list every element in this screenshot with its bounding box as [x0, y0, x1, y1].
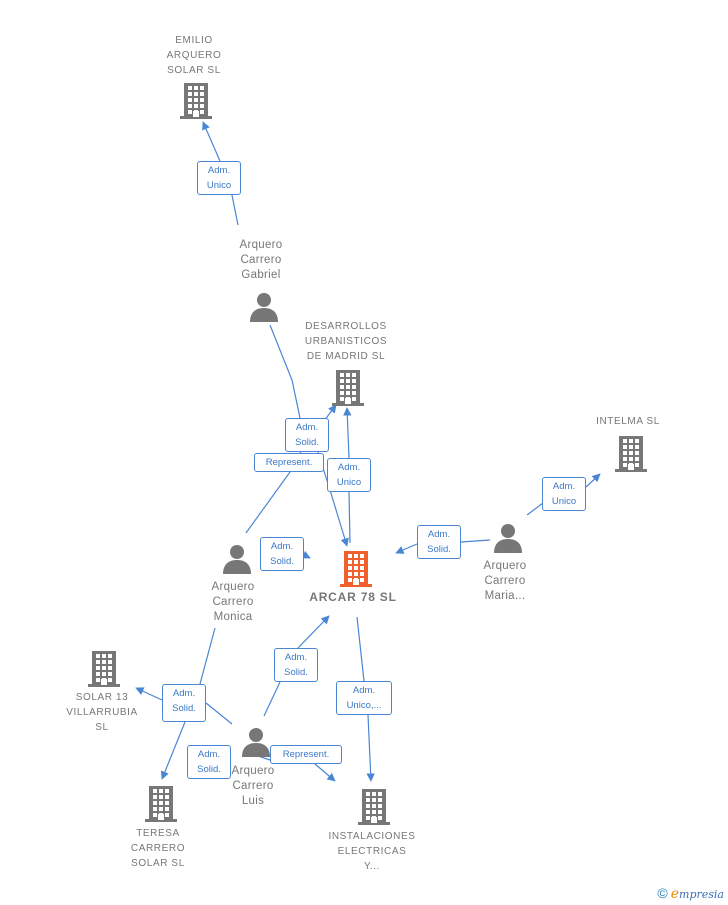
empresia-logo: © empresia — [657, 885, 724, 902]
intelma-building-icon[interactable] — [615, 436, 647, 477]
maria-person-icon[interactable] — [493, 523, 523, 558]
teresa-building-icon[interactable] — [145, 786, 177, 827]
solar13-building-icon[interactable] — [88, 651, 120, 692]
edge-monica-arcar — [301, 550, 311, 559]
relation-label[interactable]: Adm. Unico — [197, 161, 241, 195]
edge-gabriel-emilio — [203, 122, 239, 226]
relation-label[interactable]: Adm. Solid. — [274, 648, 318, 682]
relation-label[interactable]: Represent. — [254, 453, 324, 472]
arcar-building-icon[interactable] — [340, 551, 372, 592]
monica-person-icon[interactable] — [222, 544, 252, 579]
edge-monica-teresa — [160, 721, 186, 780]
edge-luis-solar13-link — [205, 702, 233, 725]
solar13-label[interactable]: SOLAR 13 VILLARRUBIA SL — [66, 692, 138, 733]
edge-maria-arcar — [396, 539, 491, 553]
edge-arcar-desarrollos — [347, 408, 350, 544]
luis-person-icon[interactable] — [241, 727, 271, 762]
emilio-building-icon[interactable] — [180, 83, 212, 124]
relation-label[interactable]: Adm. Solid. — [417, 525, 461, 559]
maria-label[interactable]: Arquero Carrero Maria... — [483, 560, 527, 602]
relation-label[interactable]: Adm. Solid. — [162, 684, 206, 722]
edge-monica-solar13 — [136, 627, 216, 701]
instalaciones-building-icon[interactable] — [358, 789, 390, 830]
edge-maria-intelma — [526, 474, 600, 516]
edge-arcar-instalaciones — [356, 616, 371, 781]
relation-label[interactable]: Adm. Solid. — [285, 418, 329, 452]
relation-label[interactable]: Represent. — [270, 745, 342, 764]
relation-label[interactable]: Adm. Solid. — [187, 745, 231, 779]
gabriel-label[interactable]: Arquero Carrero Gabriel — [239, 239, 283, 281]
edge-luis-arcar — [263, 616, 329, 717]
relation-label[interactable]: Adm. Unico — [542, 477, 586, 511]
relation-label[interactable]: Adm. Unico — [327, 458, 371, 492]
gabriel-person-icon[interactable] — [249, 292, 279, 327]
desarrollos-building-icon[interactable] — [332, 370, 364, 411]
teresa-label[interactable]: TERESA CARRERO SOLAR SL — [130, 828, 186, 869]
desarrollos-label[interactable]: DESARROLLOS URBANISTICOS DE MADRID SL — [304, 321, 388, 362]
intelma-label[interactable]: INTELMA SL — [596, 416, 660, 427]
copyright-icon: © — [657, 885, 668, 901]
instalaciones-label[interactable]: INSTALACIONES ELECTRICAS Y... — [328, 831, 416, 872]
luis-label[interactable]: Arquero Carrero Luis — [231, 765, 275, 807]
emilio-label[interactable]: EMILIO ARQUERO SOLAR SL — [166, 35, 222, 76]
arcar-label[interactable]: ARCAR 78 SL — [309, 590, 397, 604]
relation-label[interactable]: Adm. Unico,... — [336, 681, 392, 715]
relation-label[interactable]: Adm. Solid. — [260, 537, 304, 571]
monica-label[interactable]: Arquero Carrero Monica — [211, 581, 255, 623]
